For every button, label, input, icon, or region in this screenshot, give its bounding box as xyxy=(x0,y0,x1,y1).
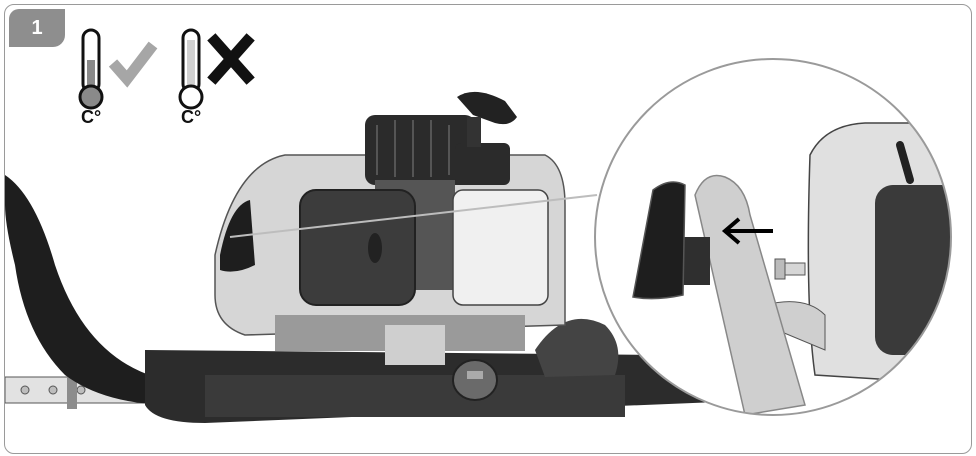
thermometer-warm-icon xyxy=(78,28,104,110)
fuel-cap xyxy=(452,359,498,401)
temp-unit-label-cold: C° xyxy=(181,107,201,127)
choke-lever xyxy=(632,181,686,300)
rear-grip-knob xyxy=(535,318,619,377)
check-icon xyxy=(108,41,158,88)
tank-cap xyxy=(455,143,510,185)
arrow-left-icon xyxy=(721,217,773,245)
cylinder-head xyxy=(365,115,475,185)
choke-stub xyxy=(774,258,806,280)
thermometer-cold-icon xyxy=(178,28,204,110)
air-filter-cover xyxy=(299,189,416,306)
engine-illustration: C° C° xyxy=(5,28,952,423)
zoom-circle-border xyxy=(594,58,952,416)
choke-lever-shaft xyxy=(680,237,710,285)
filter-knob xyxy=(368,233,382,263)
instruction-panel: 1 C° C° xyxy=(4,4,972,454)
temp-unit-label-warm: C° xyxy=(81,107,101,127)
starter-handle xyxy=(457,91,517,125)
zoom-detail-view xyxy=(595,59,951,415)
step-number-badge: 1 xyxy=(9,9,65,47)
gear-housing xyxy=(205,375,625,417)
handle-bar xyxy=(694,174,806,415)
front-handle xyxy=(5,175,175,405)
fuel-tank xyxy=(452,189,549,306)
zoom-leader-line xyxy=(229,194,598,238)
cross-icon xyxy=(207,33,255,85)
